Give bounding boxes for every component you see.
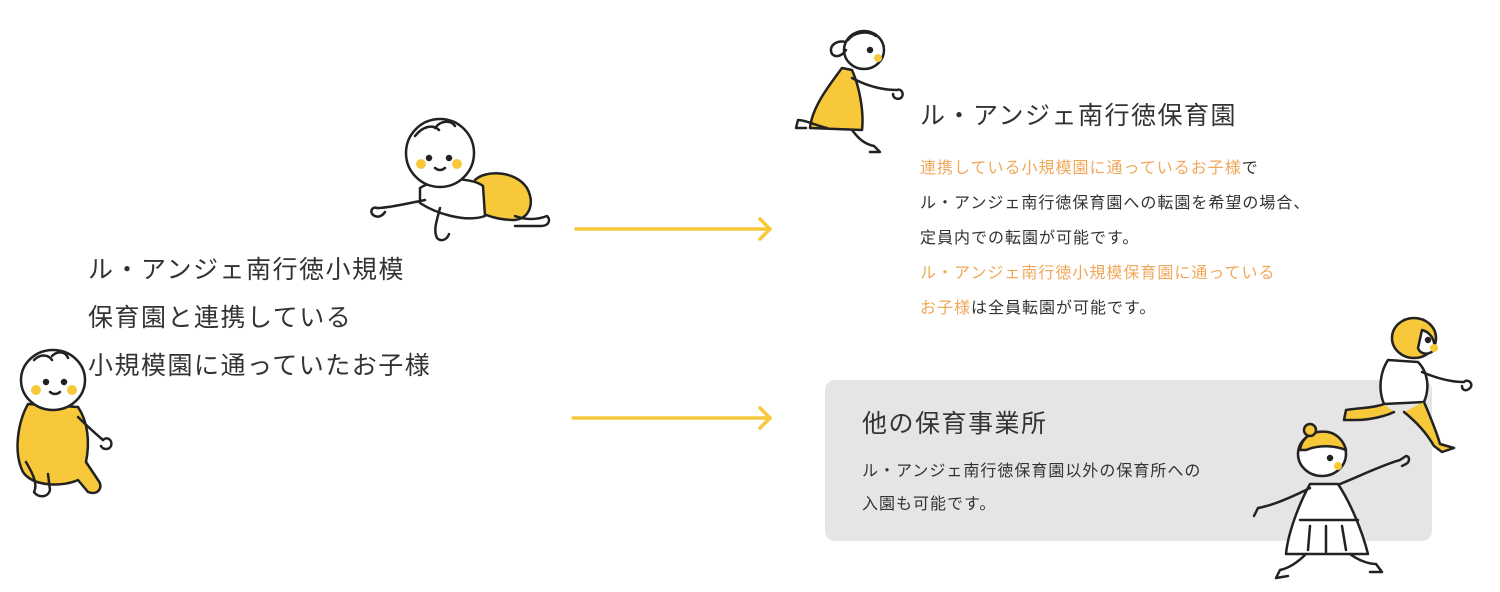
origin-line-3: 小規模園に通っていたお子様 (88, 351, 432, 380)
body-text: は全員転園が可能です。 (971, 298, 1157, 317)
highlight-text: お子様 (920, 298, 972, 317)
origin-line-1: ル・アンジェ南行徳小規模 (88, 255, 406, 284)
top-option-title: ル・アンジェ南行徳保育園 (920, 101, 1238, 130)
origin-description: ル・アンジェ南行徳小規模 保育園と連携している 小規模園に通っていたお子様 (88, 246, 431, 390)
crawling-baby-illustration (370, 117, 551, 242)
sitting-baby-illustration (16, 348, 113, 498)
top-option-line-1: 連携している小規模園に通っているお子様で (920, 150, 1310, 185)
arrow-to-top-option (574, 217, 772, 241)
top-option-description: 連携している小規模園に通っているお子様で ル・アンジェ南行徳保育園への転園を希望… (920, 150, 1310, 325)
origin-line-2: 保育園と連携している (88, 303, 353, 332)
top-option-line-3: 定員内での転園が可能です。 (920, 228, 1140, 247)
bottom-option-description: ル・アンジェ南行徳保育園以外の保育所への 入園も可能です。 (862, 454, 1201, 520)
arrow-to-bottom-option (571, 406, 772, 430)
pointing-girl-illustration (1252, 422, 1411, 580)
top-option-line-5: お子様は全員転園が可能です。 (920, 290, 1310, 325)
highlight-text: 連携している小規模園に通っているお子様 (920, 158, 1242, 177)
bottom-option-line-2: 入園も可能です。 (862, 494, 997, 513)
bottom-option-line-1: ル・アンジェ南行徳保育園以外の保育所への (862, 461, 1202, 480)
bottom-option-title: 他の保育事業所 (862, 409, 1048, 438)
top-option-line-4: ル・アンジェ南行徳小規模保育園に通っている (920, 263, 1276, 282)
top-option-line-2: ル・アンジェ南行徳保育園への転園を希望の場合、 (920, 193, 1311, 212)
running-boy-illustration (1342, 316, 1473, 454)
running-girl-illustration (794, 29, 904, 154)
body-text: で (1241, 158, 1259, 177)
